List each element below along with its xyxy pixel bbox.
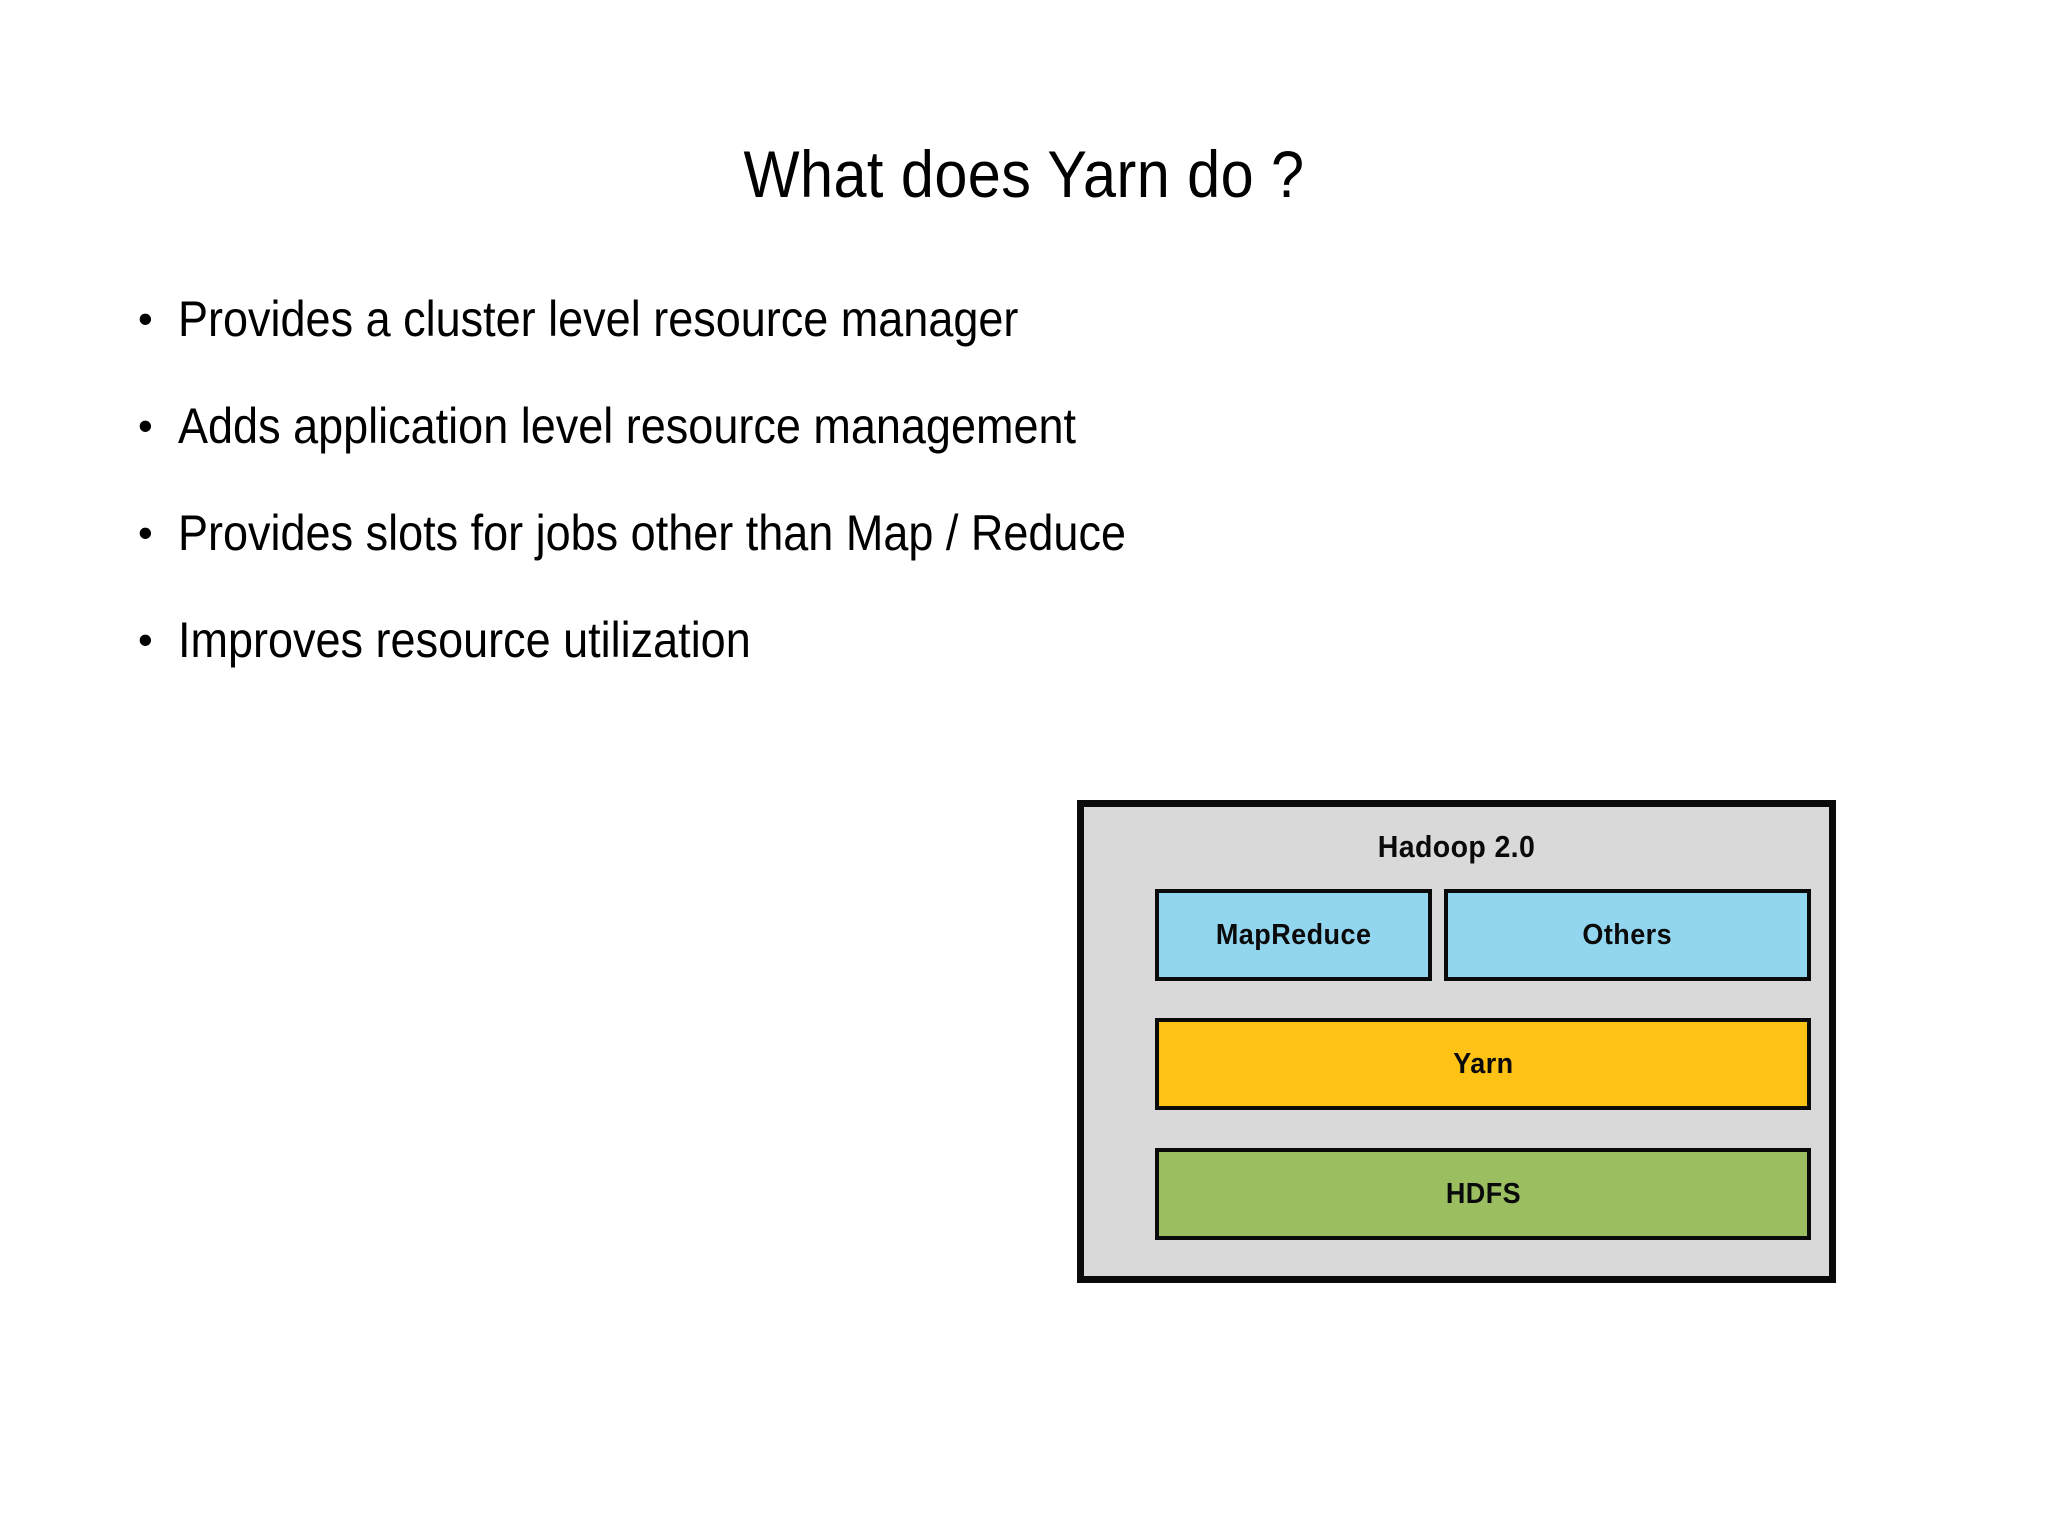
hadoop-architecture-diagram: Hadoop 2.0 MapReduce Others Yarn HDFS [1077,800,1836,1283]
bullet-text: Improves resource utilization [178,612,751,668]
list-item: • Improves resource utilization [138,609,1638,716]
bullet-text: Provides a cluster level resource manage… [178,291,1019,347]
bullet-marker-icon: • [138,509,153,556]
bullet-marker-icon: • [138,402,153,449]
diagram-box-hdfs: HDFS [1155,1148,1811,1240]
list-item: • Provides slots for jobs other than Map… [138,502,1638,609]
bullet-marker-icon: • [138,295,153,342]
diagram-box-label: MapReduce [1215,918,1372,951]
diagram-box-yarn: Yarn [1155,1018,1811,1110]
diagram-box-others: Others [1444,889,1811,981]
bullet-text: Provides slots for jobs other than Map /… [178,505,1126,561]
page-title: What does Yarn do ? [743,137,1305,212]
bullet-list: • Provides a cluster level resource mana… [138,288,1638,716]
list-item: • Provides a cluster level resource mana… [138,288,1638,395]
list-item: • Adds application level resource manage… [138,395,1638,502]
bullet-text: Adds application level resource manageme… [178,398,1077,454]
diagram-box-label: HDFS [1445,1177,1521,1210]
diagram-box-mapreduce: MapReduce [1155,889,1432,981]
diagram-caption: Hadoop 2.0 [1377,829,1536,864]
diagram-box-label: Others [1582,918,1673,951]
diagram-box-label: Yarn [1452,1047,1514,1080]
bullet-marker-icon: • [138,616,153,663]
